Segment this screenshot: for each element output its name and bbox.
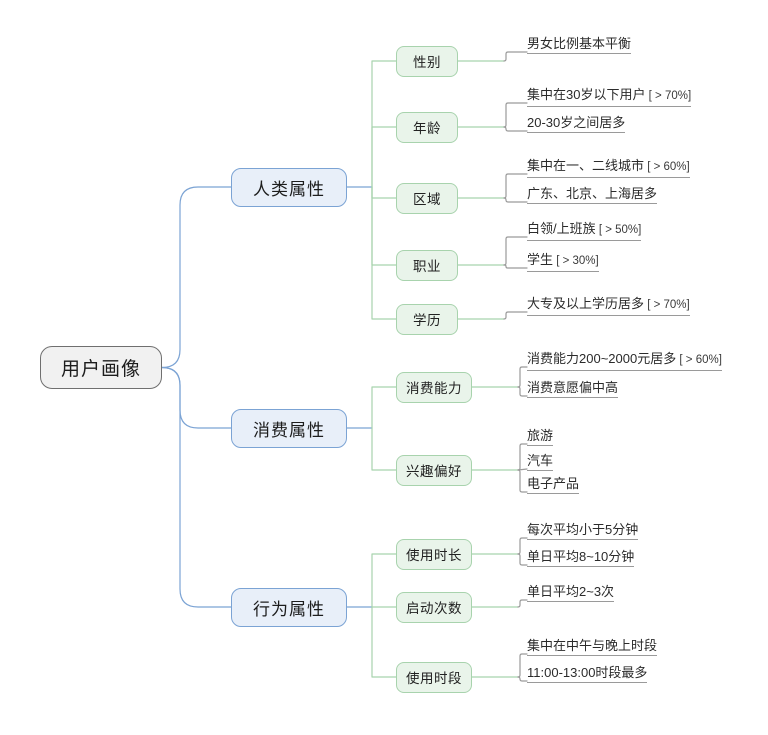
leaf-3-1-2: 单日平均8~10分钟 — [527, 549, 635, 567]
sub-node-3-1[interactable]: 使用时长 — [396, 538, 472, 570]
leaf-2-2-3: 电子产品 — [527, 476, 580, 494]
branch-node-1[interactable]: 人类属性 — [231, 167, 347, 207]
branch-node-2[interactable]: 消费属性 — [231, 408, 347, 448]
sub-node-1-4[interactable]: 职业 — [396, 249, 458, 281]
sub-node-1-5[interactable]: 学历 — [396, 303, 458, 335]
leaf-2-1-1: 消费能力200~2000元居多 [ > 60%] — [527, 351, 722, 371]
leaf-3-2-1: 单日平均2~3次 — [527, 584, 615, 602]
root-node[interactable]: 用户画像 — [40, 346, 162, 389]
leaf-1-1-1: 男女比例基本平衡 — [527, 36, 632, 54]
sub-node-2-1[interactable]: 消费能力 — [396, 371, 472, 403]
leaf-text: 集中在一、二线城市 — [527, 158, 645, 173]
leaf-text: 集中在30岁以下用户 — [527, 87, 646, 102]
leaf-text: 11:00-13:00时段最多 — [527, 665, 648, 680]
leaf-text: 集中在中午与晚上时段 — [527, 638, 658, 653]
leaf-percentage: [ > 60%] — [676, 354, 722, 366]
leaf-percentage: [ > 30%] — [553, 255, 599, 267]
leaf-percentage: [ > 60%] — [644, 161, 690, 173]
leaf-text: 男女比例基本平衡 — [527, 36, 632, 51]
sub-node-1-1[interactable]: 性别 — [396, 45, 458, 77]
leaf-text: 单日平均2~3次 — [527, 584, 615, 599]
leaf-text: 汽车 — [527, 453, 554, 468]
leaf-text: 单日平均8~10分钟 — [527, 549, 635, 564]
leaf-1-5-1: 大专及以上学历居多 [ > 70%] — [527, 296, 690, 316]
leaf-2-1-2: 消费意愿偏中高 — [527, 380, 619, 398]
leaf-text: 旅游 — [527, 428, 554, 443]
leaf-3-3-1: 集中在中午与晚上时段 — [527, 638, 658, 656]
leaf-2-2-1: 旅游 — [527, 428, 554, 446]
leaf-3-3-2: 11:00-13:00时段最多 — [527, 665, 648, 683]
leaf-text: 学生 — [527, 252, 554, 267]
leaf-percentage: [ > 70%] — [644, 299, 690, 311]
leaf-1-3-1: 集中在一、二线城市 [ > 60%] — [527, 158, 690, 178]
sub-node-1-3[interactable]: 区域 — [396, 182, 458, 214]
leaf-percentage: [ > 50%] — [595, 224, 642, 236]
sub-node-1-2[interactable]: 年龄 — [396, 111, 458, 143]
leaf-1-2-2: 20-30岁之间居多 — [527, 115, 626, 133]
leaf-1-3-2: 广东、北京、上海居多 — [527, 186, 658, 204]
leaf-3-1-1: 每次平均小于5分钟 — [527, 522, 639, 540]
branch-node-3[interactable]: 行为属性 — [231, 587, 347, 627]
leaf-1-2-1: 集中在30岁以下用户 [ > 70%] — [527, 87, 692, 107]
leaf-text: 电子产品 — [527, 476, 580, 491]
leaf-text: 消费能力200~2000元居多 — [527, 351, 677, 366]
leaf-text: 广东、北京、上海居多 — [527, 186, 658, 201]
leaf-text: 白领/上班族 — [527, 221, 596, 236]
leaf-percentage: [ > 70%] — [645, 90, 692, 102]
leaf-1-4-2: 学生 [ > 30%] — [527, 252, 599, 272]
sub-node-2-2[interactable]: 兴趣偏好 — [396, 454, 472, 486]
leaf-text: 消费意愿偏中高 — [527, 380, 619, 395]
leaf-1-4-1: 白领/上班族 [ > 50%] — [527, 221, 642, 241]
leaf-text: 20-30岁之间居多 — [527, 115, 626, 130]
leaf-text: 大专及以上学历居多 — [527, 296, 645, 311]
leaf-2-2-2: 汽车 — [527, 453, 554, 471]
sub-node-3-2[interactable]: 启动次数 — [396, 591, 472, 623]
leaf-text: 每次平均小于5分钟 — [527, 522, 639, 537]
sub-node-3-3[interactable]: 使用时段 — [396, 661, 472, 693]
